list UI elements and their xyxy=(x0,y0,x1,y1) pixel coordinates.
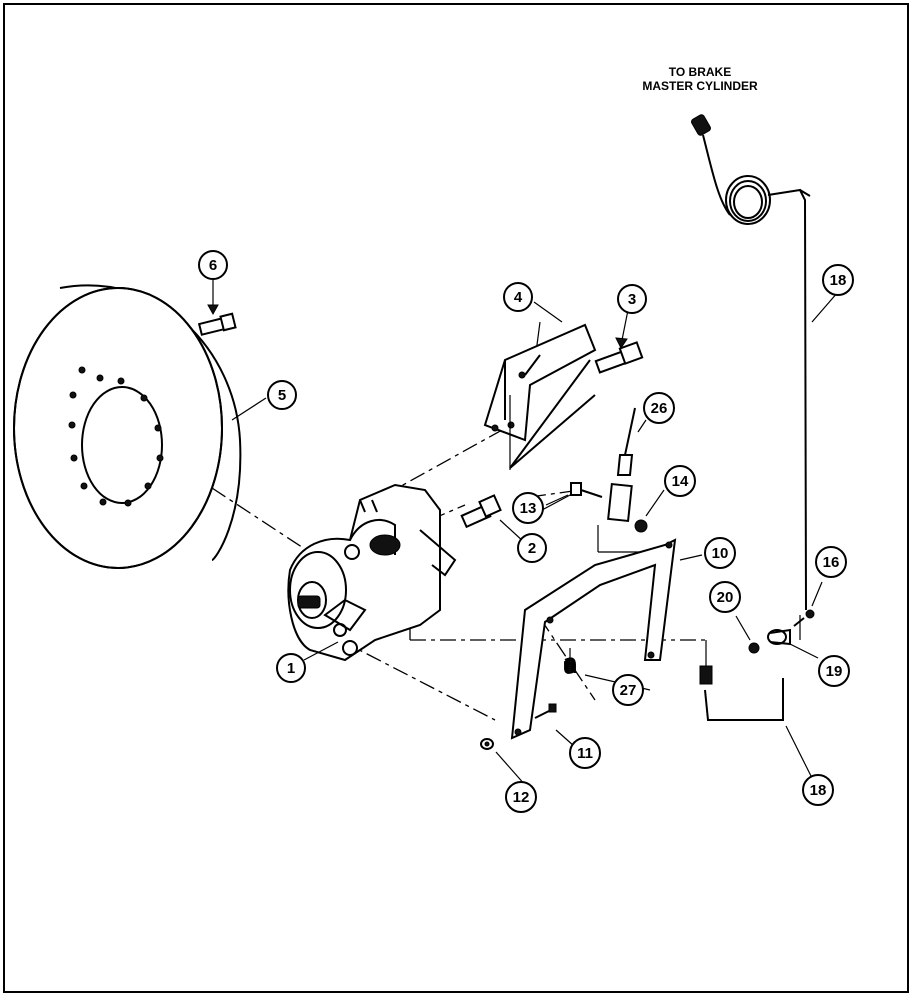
annotation-line-1: TO BRAKE xyxy=(669,65,731,79)
callout-10: 10 xyxy=(704,537,736,569)
nut-12 xyxy=(480,738,494,750)
callout-label: 19 xyxy=(826,663,843,680)
callout-label: 10 xyxy=(712,545,729,562)
callout-11: 11 xyxy=(569,737,601,769)
callout-3: 3 xyxy=(617,284,647,314)
callout-14: 14 xyxy=(664,465,696,497)
callout-label: 5 xyxy=(278,387,286,404)
brake-line-coil xyxy=(691,114,811,611)
callout-20: 20 xyxy=(709,581,741,613)
callout-label: 12 xyxy=(513,789,530,806)
callout-27: 27 xyxy=(612,674,644,706)
callout-12: 12 xyxy=(505,781,537,813)
bolt-13 xyxy=(545,482,603,506)
callout-label: 3 xyxy=(628,291,636,308)
screw-16 xyxy=(793,609,815,627)
callout-label: 1 xyxy=(287,660,295,677)
callout-label: 13 xyxy=(520,500,537,517)
annotation-line-2: MASTER CYLINDER xyxy=(642,79,758,93)
callout-label: 16 xyxy=(823,554,840,571)
callout-label: 14 xyxy=(672,473,689,490)
callout-19: 19 xyxy=(818,655,850,687)
callout-6: 6 xyxy=(198,250,228,280)
spring-27 xyxy=(563,648,577,674)
nut-20 xyxy=(748,642,760,654)
bolt-2 xyxy=(460,494,526,544)
bolt-3 xyxy=(594,309,644,374)
callout-label: 20 xyxy=(717,589,734,606)
callout-26: 26 xyxy=(643,392,675,424)
callout-label: 11 xyxy=(577,745,593,762)
callout-5: 5 xyxy=(267,380,297,410)
brake-line-lower xyxy=(699,615,801,721)
callout-label: 26 xyxy=(651,400,668,417)
callout-13: 13 xyxy=(512,492,544,524)
callout-label: 2 xyxy=(528,540,536,557)
callout-2: 2 xyxy=(517,533,547,563)
cable-26 xyxy=(597,407,660,553)
callout-label: 18 xyxy=(830,272,847,289)
nut-14 xyxy=(634,519,648,533)
callout-label: 6 xyxy=(209,257,217,274)
callout-label: 4 xyxy=(514,289,523,306)
callout-label: 27 xyxy=(620,682,637,699)
caliper-body xyxy=(287,483,457,662)
lever-arm xyxy=(510,538,677,740)
callout-18-upper: 18 xyxy=(822,264,854,296)
callout-1: 1 xyxy=(276,653,306,683)
callout-4: 4 xyxy=(503,282,533,312)
callout-18-lower: 18 xyxy=(802,774,834,806)
brake-disc xyxy=(13,284,242,569)
bolt-11 xyxy=(534,703,557,719)
bracket-4 xyxy=(483,323,597,470)
callout-label: 18 xyxy=(810,782,827,799)
bolt-6 xyxy=(197,280,237,336)
callout-16: 16 xyxy=(815,546,847,578)
clip-19 xyxy=(767,628,791,646)
